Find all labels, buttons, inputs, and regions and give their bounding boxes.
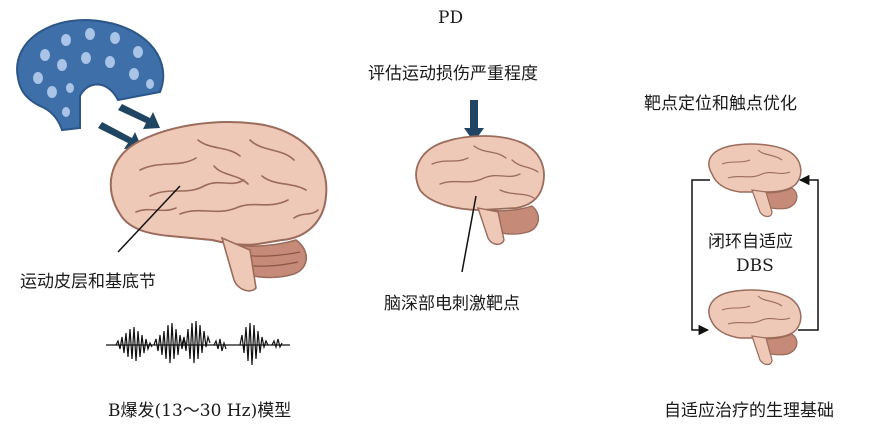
beta-burst-waveform [106, 321, 290, 365]
closed-loop-label-line2: DBS [736, 258, 774, 275]
left-brain-icon [111, 122, 327, 291]
assess-motor-impairment-label: 评估运动损伤严重程度 [368, 66, 538, 83]
adaptive-therapy-caption: 自适应治疗的生理基础 [664, 403, 834, 420]
dbs-target-label: 脑深部电刺激靶点 [384, 296, 520, 313]
closed-loop-label-line1: 闭环自适应 [708, 234, 793, 251]
right-top-brain-icon [709, 144, 801, 217]
right-bottom-brain-icon [709, 290, 801, 365]
eeg-cap-icon [17, 20, 163, 130]
motor-cortex-basal-ganglia-label: 运动皮层和基底节 [20, 274, 156, 291]
target-localization-title: 靶点定位和触点优化 [644, 96, 797, 113]
pd-title: PD [438, 10, 463, 27]
beta-burst-model-caption: B爆发(13～30 Hz)模型 [108, 403, 291, 420]
middle-brain-icon [416, 136, 544, 244]
